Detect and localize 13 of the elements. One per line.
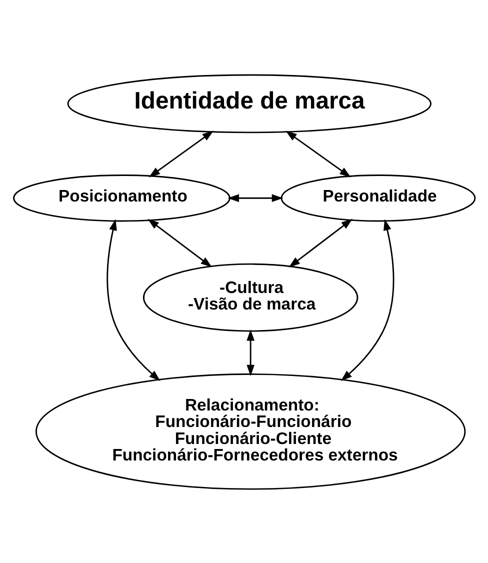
arrow — [340, 218, 394, 381]
node-ellipse: Relacionamento: Funcionário-Funcionário Funcionário-Cliente Funcionário-Fornecedores externos — [34, 372, 466, 490]
node-ellipse: Personalidade — [280, 174, 476, 222]
arrow — [106, 218, 160, 381]
arrow — [285, 130, 350, 177]
arrow — [288, 218, 352, 267]
arrow — [147, 218, 212, 267]
arrow — [227, 194, 283, 202]
arrow — [148, 130, 214, 177]
arrow — [246, 328, 254, 376]
node-ellipse: -Cultura -Visão de marca — [142, 262, 358, 332]
node-ellipse: Identidade de marca — [66, 74, 431, 133]
node-ellipse: Posicionamento — [12, 174, 230, 222]
